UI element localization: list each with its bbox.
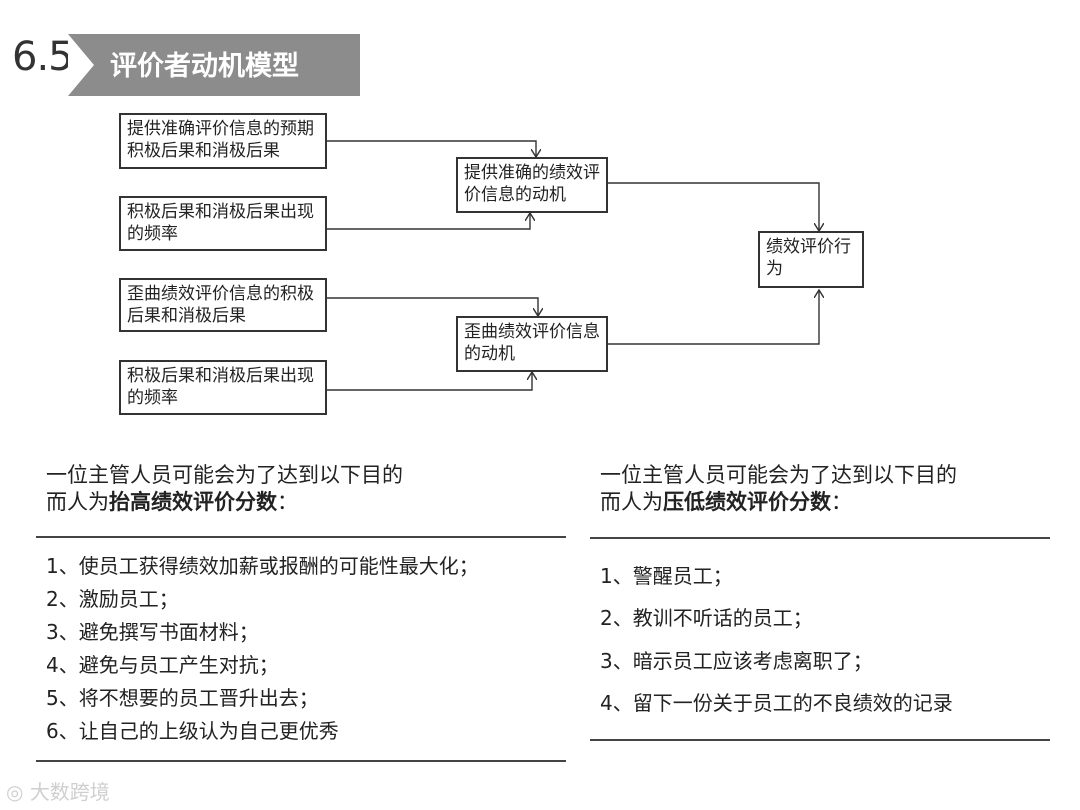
edge-n3-m2 — [326, 297, 538, 316]
page-title: 评价者动机模型 — [110, 51, 299, 82]
edge-n2-m1 — [326, 213, 530, 230]
left-intro-prefix: 而人为 — [46, 490, 109, 514]
edge-m1-out — [607, 182, 819, 231]
title-banner — [68, 34, 360, 96]
edge-n1-m1 — [326, 140, 536, 157]
node-distort-motive: 歪曲绩效评价信息的动机 — [456, 316, 608, 372]
left-list-item: 3、避免撰写书面材料； — [46, 620, 259, 644]
left-list-item: 4、避免与员工产生对抗； — [46, 653, 279, 677]
right-emphasis: 压低绩效评价分数 — [663, 490, 831, 514]
node-frequency-2: 积极后果和消极后果出现的频率 — [119, 360, 327, 415]
watermark-text: 大数跨境 — [29, 780, 110, 804]
right-list-item: 3、暗示员工应该考虑离职了； — [600, 649, 873, 673]
node-accurate-consequences: 提供准确评价信息的预期积极后果和消极后果 — [119, 113, 327, 169]
right-divider-top — [590, 537, 1050, 539]
right-list-item: 4、留下一份关于员工的不良绩效的记录 — [600, 691, 953, 715]
watermark-logo: ◎ 大数跨境 — [6, 776, 110, 805]
node-accurate-motive: 提供准确的绩效评价信息的动机 — [456, 157, 608, 213]
right-colon: ： — [831, 490, 852, 514]
right-list-item: 1、警醒员工； — [600, 564, 733, 588]
left-list-item: 6、让自己的上级认为自己更优秀 — [46, 719, 339, 743]
left-list-item: 5、将不想要的员工晋升出去； — [46, 686, 319, 710]
node-frequency-1: 积极后果和消极后果出现的频率 — [119, 196, 327, 251]
left-emphasis: 抬高绩效评价分数 — [109, 490, 277, 514]
right-intro-line: 一位主管人员可能会为了达到以下目的 — [600, 463, 957, 487]
left-intro-line: 一位主管人员可能会为了达到以下目的 — [46, 463, 403, 487]
node-distort-consequences: 歪曲绩效评价信息的积极后果和消极后果 — [119, 278, 327, 332]
right-intro-prefix: 而人为 — [600, 490, 663, 514]
left-divider-bottom — [36, 760, 566, 762]
left-list-item: 2、激励员工； — [46, 587, 179, 611]
node-rating-behavior: 绩效评价行为 — [758, 231, 864, 288]
watermark-icon: ◎ — [6, 780, 30, 804]
edge-n4-m2 — [326, 372, 532, 391]
right-column-heading: 一位主管人员可能会为了达到以下目的 而人为压低绩效评价分数： — [600, 462, 1050, 516]
right-divider-bottom — [590, 739, 1050, 741]
left-intro-line-2: 而人为抬高绩效评价分数： — [46, 489, 566, 516]
left-list-item: 1、使员工获得绩效加薪或报酬的可能性最大化； — [46, 554, 479, 578]
left-column-heading: 一位主管人员可能会为了达到以下目的 而人为抬高绩效评价分数： — [46, 462, 566, 516]
section-number: 6.5 — [12, 34, 74, 80]
title-chevron — [68, 34, 94, 96]
right-intro-line-2: 而人为压低绩效评价分数： — [600, 489, 1050, 516]
left-colon: ： — [277, 490, 298, 514]
edge-m2-out — [607, 290, 819, 345]
right-list-item: 2、教训不听话的员工； — [600, 606, 813, 630]
left-divider-top — [36, 536, 566, 538]
